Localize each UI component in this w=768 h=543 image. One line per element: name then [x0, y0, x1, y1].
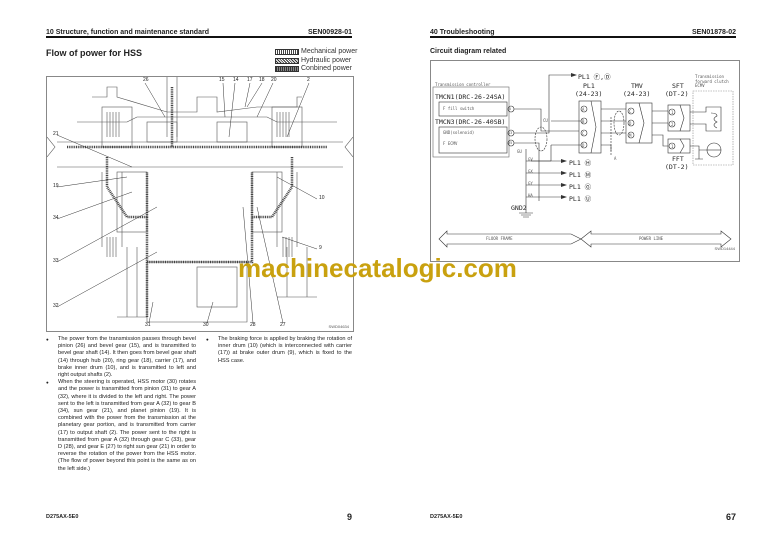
circuit-diagram: Transmission controller TMCN1(DRC-26-24S…	[430, 60, 740, 262]
pl1-code: (24-23)	[575, 90, 603, 98]
wire-label: CU	[543, 118, 548, 123]
combined-swatch-icon	[275, 66, 299, 73]
solenoid-label: Transmission forward clutch ECMV	[695, 74, 729, 88]
tmcn1-label: TMCN1(DRC-26-24SA)	[435, 93, 506, 101]
junction-label: A	[614, 156, 617, 161]
sft-code: (DT-2)	[665, 90, 689, 98]
text-column-1: The power from the transmission passes t…	[46, 336, 196, 473]
ground-wire-label: GY	[528, 181, 533, 186]
part-label: 2	[307, 77, 310, 83]
pin-label: 2	[671, 122, 674, 127]
part-label: 28	[250, 322, 256, 328]
tmv-name: TMV	[631, 82, 643, 90]
model-code: D275AX-5E0	[430, 514, 463, 520]
part-label: 9	[319, 245, 322, 251]
header-rule	[430, 36, 736, 38]
part-label: 31	[145, 322, 151, 328]
pin-label: C	[629, 109, 632, 114]
part-label: 18	[259, 77, 265, 83]
hss-power-flow-diagram: 26 15 14 17 18 20 2 21 19 34 33 32 10 9 …	[46, 76, 354, 332]
controller-label: Transmission controller	[435, 82, 491, 87]
left-page-footer: D275AX-5E0 9	[46, 512, 352, 522]
ground-ref: PL1 Ⓜ	[569, 171, 592, 179]
f-fill-switch-label: F fill switch	[443, 106, 475, 111]
pin-label: M	[629, 133, 632, 138]
tmcn3-label: TMCN3(DRC-26-40SB)	[435, 118, 506, 126]
pin-label: D	[629, 121, 632, 126]
part-label: 27	[280, 322, 286, 328]
circuit-drawing	[432, 73, 734, 248]
power-line-label: POWER LINE	[639, 236, 664, 241]
part-label: 26	[143, 77, 149, 83]
pin-label: 1	[671, 144, 674, 149]
part-label: 21	[53, 131, 59, 137]
right-page-header: 40 Troubleshooting SEN01878-02	[430, 26, 736, 36]
power-legend: Mechanical power Hydraulic power Conbine…	[275, 48, 357, 74]
tmv-code: (24-23)	[623, 90, 651, 98]
part-label: 32	[53, 303, 59, 309]
part-label: 30	[203, 322, 209, 328]
page-title: Flow of power for HSS	[46, 48, 142, 58]
figure-id: SWD04634	[328, 324, 349, 329]
pin-label: A	[582, 107, 585, 112]
pin-label: C	[582, 131, 585, 136]
right-page: 40 Troubleshooting SEN01878-02 Circuit d…	[384, 0, 768, 543]
gnd-solenoid-label: GND(solenoid)	[443, 130, 475, 135]
ground-wire-label: GU	[517, 149, 522, 154]
mechanical-swatch-icon	[275, 49, 299, 56]
ground-ref: PL1 Ⓖ	[569, 183, 592, 191]
page-number: 9	[346, 512, 352, 522]
bullet-paragraph: When the steering is operated, HSS motor…	[46, 379, 196, 473]
part-label: 15	[219, 77, 225, 83]
legend-combined: Conbined power	[275, 65, 357, 74]
pin-label: D	[582, 143, 585, 148]
ground-wire-label: GX	[528, 169, 533, 174]
header-rule	[46, 36, 352, 38]
hss-drawing	[47, 77, 353, 324]
page-title: Circuit diagram related	[430, 48, 507, 55]
model-code: D275AX-5E0	[46, 514, 79, 520]
ground-name: GND2	[511, 204, 527, 212]
text-column-2: The braking force is applied by braking …	[206, 336, 352, 365]
left-page-header: 10 Structure, function and maintenance s…	[46, 26, 352, 36]
floor-frame-label: FLOOR FRAME	[486, 236, 513, 241]
part-label: 10	[319, 195, 325, 201]
pin-label: 25	[508, 141, 513, 145]
pl1-name: PL1	[583, 82, 595, 90]
pin-label: 1	[671, 110, 674, 115]
legend-hydraulic: Hydraulic power	[275, 57, 357, 66]
fft-code: (DT-2)	[665, 163, 689, 171]
left-page: 10 Structure, function and maintenance s…	[0, 0, 384, 543]
ground-wire-label: HA	[528, 193, 533, 198]
sft-name: SFT	[672, 82, 684, 90]
pin-label: B	[582, 119, 585, 124]
part-label: 33	[53, 258, 59, 264]
part-label: 19	[53, 183, 59, 189]
legend-mechanical: Mechanical power	[275, 48, 357, 57]
doc-code: SEN00928-01	[308, 29, 352, 36]
pl1-reference: PL1 Ⓕ,Ⓓ	[578, 73, 611, 81]
ground-wire-label: GV	[528, 157, 533, 162]
f-ecmv-label: F ECMV	[443, 141, 458, 146]
ground-ref: PL1 Ⓤ	[569, 195, 592, 203]
figure-id: SWD14444	[714, 246, 735, 251]
right-page-footer: D275AX-5E0 67	[430, 512, 736, 522]
doc-code: SEN01878-02	[692, 29, 736, 36]
bullet-paragraph: The power from the transmission passes t…	[46, 336, 196, 379]
part-label: 20	[271, 77, 277, 83]
hydraulic-swatch-icon	[275, 57, 299, 64]
watermark: machinecatalogic.com	[238, 253, 517, 283]
section-title: 40 Troubleshooting	[430, 29, 495, 36]
part-label: 34	[53, 215, 59, 221]
pin-label: 5	[509, 107, 512, 111]
part-label: 14	[233, 77, 239, 83]
pin-label: 13	[508, 131, 513, 135]
bullet-paragraph: The braking force is applied by braking …	[206, 336, 352, 365]
part-label: 17	[247, 77, 253, 83]
section-title: 10 Structure, function and maintenance s…	[46, 29, 209, 36]
fft-name: FFT	[672, 155, 684, 163]
ground-ref: PL1 Ⓗ	[569, 159, 592, 167]
page-number: 67	[725, 512, 736, 522]
